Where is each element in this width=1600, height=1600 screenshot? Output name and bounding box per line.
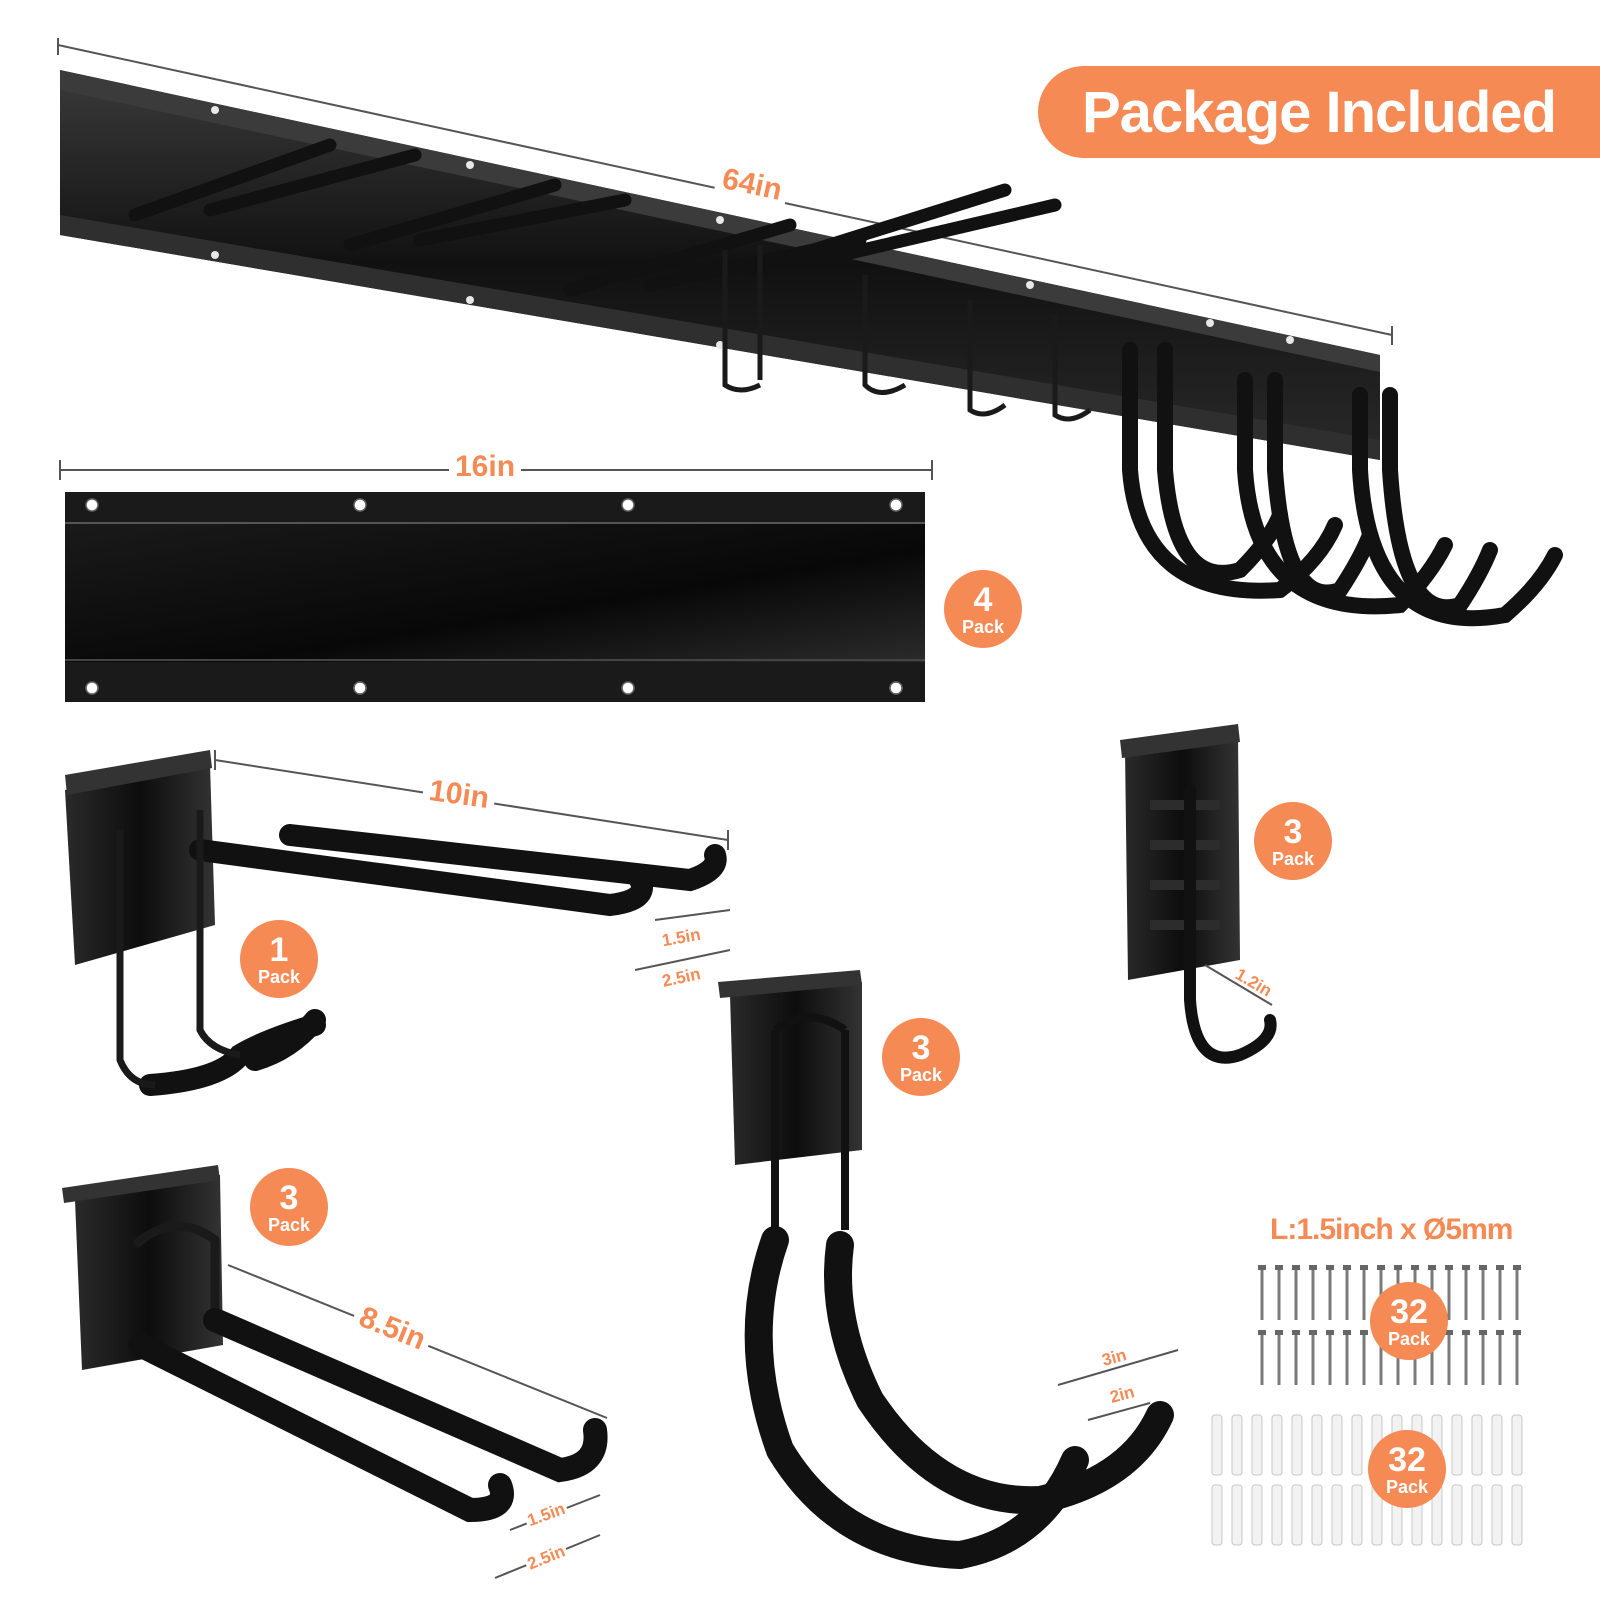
wall-anchor bbox=[1491, 1484, 1503, 1546]
pack-badge-flat-hook: 3 Pack bbox=[250, 1168, 328, 1246]
single-rail bbox=[59, 460, 933, 702]
pack-count: 1 bbox=[269, 930, 289, 969]
pack-label: Pack bbox=[267, 1214, 311, 1235]
wall-anchor bbox=[1511, 1484, 1523, 1546]
wall-anchor bbox=[1331, 1414, 1343, 1476]
screw bbox=[1496, 1265, 1504, 1320]
pack-label: Pack bbox=[1271, 848, 1315, 869]
pack-badge-anchors: 32 Pack bbox=[1368, 1430, 1446, 1508]
screw bbox=[1309, 1265, 1317, 1320]
wall-anchor bbox=[1451, 1484, 1463, 1546]
screw bbox=[1326, 1330, 1334, 1385]
dimension-label-16in: 16in bbox=[449, 450, 522, 484]
wall-anchor bbox=[1291, 1484, 1303, 1546]
bike-hook bbox=[718, 970, 1179, 1570]
wall-anchor bbox=[1311, 1484, 1323, 1546]
wall-anchor bbox=[1271, 1414, 1283, 1476]
screw bbox=[1258, 1330, 1266, 1385]
screw bbox=[1462, 1265, 1470, 1320]
wall-anchor bbox=[1251, 1484, 1263, 1546]
utility-hook bbox=[1120, 724, 1277, 1064]
screw bbox=[1292, 1330, 1300, 1385]
wall-anchor bbox=[1351, 1414, 1363, 1476]
pack-count: 3 bbox=[1283, 812, 1303, 851]
wall-anchor bbox=[1471, 1484, 1483, 1546]
wall-anchor bbox=[1351, 1484, 1363, 1546]
assembled-rail-system bbox=[57, 38, 1563, 627]
screw bbox=[1343, 1265, 1351, 1320]
screw bbox=[1496, 1330, 1504, 1385]
wall-anchor bbox=[1231, 1414, 1243, 1476]
wall-anchor bbox=[1451, 1414, 1463, 1476]
banner-title: Package Included bbox=[1082, 79, 1557, 145]
screw bbox=[1275, 1330, 1283, 1385]
screw bbox=[1343, 1330, 1351, 1385]
screw bbox=[1479, 1265, 1487, 1320]
pack-badge-rail: 4 Pack bbox=[944, 570, 1022, 648]
screw bbox=[1292, 1265, 1300, 1320]
pack-label: Pack bbox=[1385, 1476, 1429, 1497]
wall-anchor bbox=[1271, 1484, 1283, 1546]
pack-label: Pack bbox=[899, 1064, 943, 1085]
wall-anchor bbox=[1471, 1414, 1483, 1476]
pack-label: Pack bbox=[961, 616, 1005, 637]
screw-spec-label: L:1.5inch x Ø5mm bbox=[1270, 1213, 1513, 1246]
screw bbox=[1275, 1265, 1283, 1320]
screw bbox=[1326, 1265, 1334, 1320]
screw bbox=[1309, 1330, 1317, 1385]
pack-count: 3 bbox=[911, 1028, 931, 1067]
screw bbox=[1513, 1330, 1521, 1385]
wall-anchor bbox=[1491, 1414, 1503, 1476]
wall-anchor bbox=[1231, 1484, 1243, 1546]
screw bbox=[1445, 1330, 1453, 1385]
flat-tool-hook bbox=[62, 1165, 608, 1579]
pack-badge-screws: 32 Pack bbox=[1370, 1282, 1448, 1360]
screw bbox=[1462, 1330, 1470, 1385]
pack-count: 3 bbox=[279, 1178, 299, 1217]
wall-anchor bbox=[1291, 1414, 1303, 1476]
pack-badge-utility-hook: 3 Pack bbox=[1254, 802, 1332, 880]
wall-anchors-set bbox=[1211, 1414, 1523, 1546]
screw bbox=[1360, 1265, 1368, 1320]
pack-badge-double-hook: 1 Pack bbox=[240, 920, 318, 998]
wall-anchor bbox=[1311, 1414, 1323, 1476]
pack-count: 32 bbox=[1388, 1440, 1426, 1479]
pack-label: Pack bbox=[257, 966, 301, 987]
wall-anchor bbox=[1511, 1414, 1523, 1476]
wall-anchor bbox=[1211, 1484, 1223, 1546]
package-included-banner: Package Included bbox=[1038, 66, 1600, 158]
pack-count: 4 bbox=[973, 580, 993, 619]
screw bbox=[1258, 1265, 1266, 1320]
wall-anchor bbox=[1211, 1414, 1223, 1476]
screw bbox=[1513, 1265, 1521, 1320]
pack-badge-bike-hook: 3 Pack bbox=[882, 1018, 960, 1096]
pack-count: 32 bbox=[1390, 1292, 1428, 1331]
screw bbox=[1360, 1330, 1368, 1385]
screw bbox=[1479, 1330, 1487, 1385]
pack-label: Pack bbox=[1387, 1328, 1431, 1349]
wall-anchor bbox=[1251, 1414, 1263, 1476]
wall-anchor bbox=[1331, 1484, 1343, 1546]
double-tool-hook bbox=[65, 750, 731, 1096]
screw bbox=[1445, 1265, 1453, 1320]
